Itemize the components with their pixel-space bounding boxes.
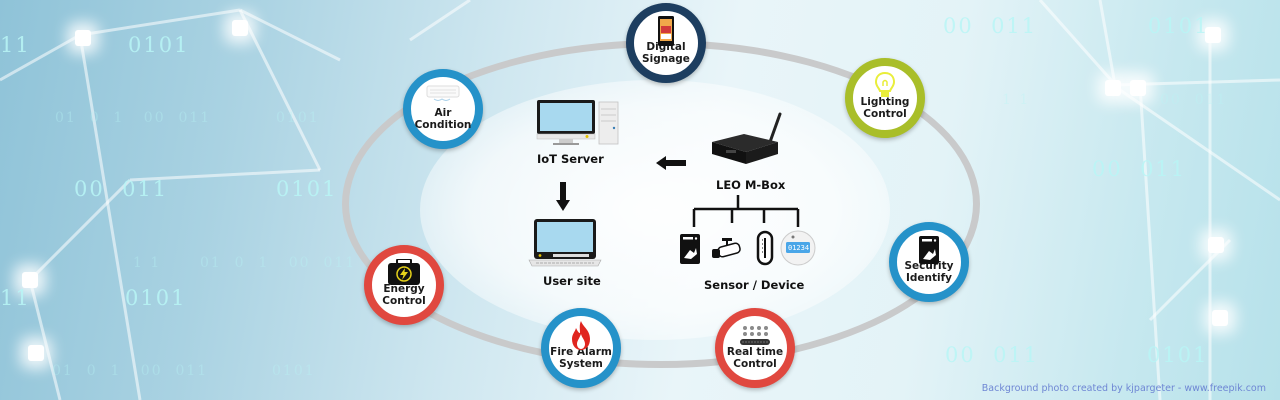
light-glow	[1130, 80, 1146, 96]
binary-text: 1 1 01 0 1 00 011	[133, 255, 357, 271]
user-site-label: User site	[543, 274, 601, 288]
card-reader-icon	[680, 234, 700, 264]
light-glow	[28, 345, 44, 361]
connection-tree	[692, 195, 800, 227]
meter-display-icon	[780, 230, 816, 266]
light-glow	[232, 20, 248, 36]
binary-text: 11	[0, 33, 31, 57]
light-glow	[75, 30, 91, 46]
air-conditioner-icon	[426, 85, 460, 101]
binary-text: 0101	[272, 363, 316, 379]
arrow-left-icon	[656, 156, 686, 170]
binary-text: 0101	[1147, 343, 1209, 367]
binary-text: 0101	[128, 33, 190, 57]
control-panel-icon	[740, 326, 770, 345]
energy-battery-icon	[388, 259, 420, 285]
fire-icon	[572, 321, 590, 350]
binary-text: 01 0 1 00 011	[52, 363, 209, 379]
iot-server	[535, 98, 625, 148]
sensor-devices: 01234	[678, 230, 818, 270]
leo-m-box-label: LEO M-Box	[716, 178, 786, 192]
light-glow	[1208, 237, 1224, 253]
photo-credit: Background photo created by kjpargeter -…	[981, 383, 1266, 394]
light-glow	[1205, 27, 1221, 43]
desktop-computer-icon	[536, 100, 619, 145]
binary-text: 0101	[1148, 14, 1210, 38]
binary-text: 0101	[276, 110, 320, 126]
binary-text: 0101	[276, 177, 338, 201]
light-glow	[22, 272, 38, 288]
iot-server-label: IoT Server	[537, 152, 604, 166]
binary-text: 01 0 1 00 011	[55, 110, 212, 126]
binary-text: 00 011	[74, 177, 169, 201]
binary-text: 00 011	[1092, 157, 1187, 181]
binary-text: 1 1	[1002, 92, 1031, 108]
gateway-device-icon	[712, 112, 782, 164]
binary-text: 11	[0, 286, 31, 310]
sensor-device-label: Sensor / Device	[704, 278, 805, 292]
digital-signage-icon	[658, 16, 674, 46]
binary-text: 00 011	[943, 14, 1038, 38]
leo-m-box	[708, 112, 788, 167]
arrow-down-icon	[556, 182, 570, 211]
user-site	[528, 217, 603, 269]
security-camera-icon	[712, 238, 741, 258]
binary-text: 00 011	[1160, 92, 1228, 108]
binary-text: 00 011	[945, 343, 1040, 367]
light-bulb-icon	[875, 72, 895, 97]
light-glow	[1212, 310, 1228, 326]
binary-text: 0101	[125, 286, 187, 310]
meter-readout: 01234	[788, 244, 810, 252]
card-reader-icon	[919, 236, 939, 264]
laptop-icon	[528, 219, 602, 267]
light-glow	[1105, 80, 1121, 96]
thermometer-icon	[756, 230, 774, 266]
